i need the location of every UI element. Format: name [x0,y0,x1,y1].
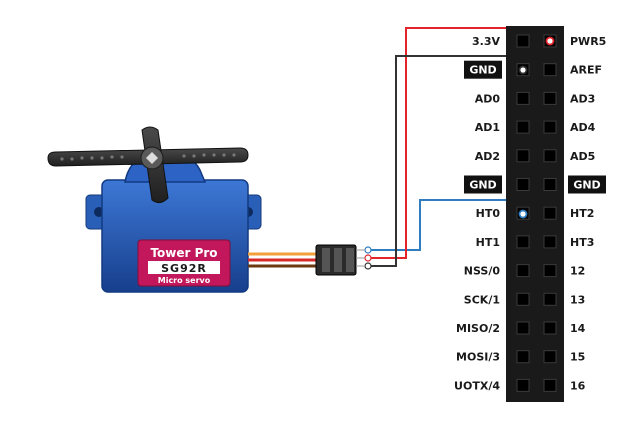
right-pin-label: AD5 [570,150,595,163]
header-pin-right [543,120,557,134]
header-pin-left [516,378,530,392]
right-pin-label: AD4 [570,121,596,134]
servo-brand: Tower Pro [150,246,217,260]
servo-subtitle: Micro servo [158,276,211,285]
right-pin-label: 15 [570,351,585,364]
left-pin-label: UOTX/4 [454,379,500,392]
left-pin-label: GND [469,64,496,77]
servo-connector [315,244,372,276]
header-pin-right [543,91,557,105]
left-pin-label: HT1 [476,236,500,249]
header-pin-right [543,264,557,278]
left-pin-labels: 3.3VGNDAD0AD1AD2GNDHT0HT1NSS/0SCK/1MISO/… [454,35,502,392]
wire-ground [371,55,524,267]
right-pin-label: HT3 [570,236,594,249]
header-pin-left [516,350,530,364]
pin-header [506,26,564,402]
header-pin-left [516,120,530,134]
right-pin-label: 13 [570,293,585,306]
servo-horn [47,126,249,204]
header-pin-right [543,235,557,249]
right-pin-label: 16 [570,379,586,392]
header-pin-right [543,378,557,392]
servo-model: SG92R [161,262,207,275]
header-pin-right [543,63,557,77]
pin-label-badge [464,60,502,79]
servo-leads [248,252,318,268]
servo-motor: Tower Pro SG92R Micro servo [47,126,262,293]
header-pin-left [516,91,530,105]
header-pin-left [516,235,530,249]
left-pin-label: GND [469,179,496,192]
header-pin-right [543,178,557,191]
header-pin-right [543,292,557,306]
right-pin-label: 14 [570,322,586,335]
header-pin-right [543,206,557,220]
right-pin-label: PWR5 [570,35,606,48]
header-pin-left [516,34,530,48]
header-pin-right [543,149,557,163]
header-pin-left [516,178,530,191]
wire-endpoints [518,36,555,219]
left-pin-label: AD2 [475,150,500,163]
pin-label-badge [464,175,502,194]
header-pin-left [516,264,530,278]
right-pin-label: GND [573,179,600,192]
header-pin-left [516,321,530,335]
left-pin-label: MISO/2 [456,322,500,335]
left-pin-label: HT0 [476,207,501,220]
header-pin-left [516,292,530,306]
left-pin-label: SCK/1 [464,293,500,306]
header-pin-right [543,321,557,335]
right-pin-label: HT2 [570,207,594,220]
left-pin-label: AD0 [475,92,501,105]
left-pin-label: 3.3V [472,35,500,48]
left-pin-label: NSS/0 [464,265,501,278]
right-pin-label: AD3 [570,92,595,105]
left-pin-label: AD1 [475,121,500,134]
left-pin-label: MOSI/3 [456,351,500,364]
right-pin-label: 12 [570,265,585,278]
header-pin-left [516,149,530,163]
wire-signal [371,199,524,251]
pin-label-badge [568,175,606,194]
right-pin-label: AREF [570,64,602,77]
header-pin-right [543,350,557,364]
